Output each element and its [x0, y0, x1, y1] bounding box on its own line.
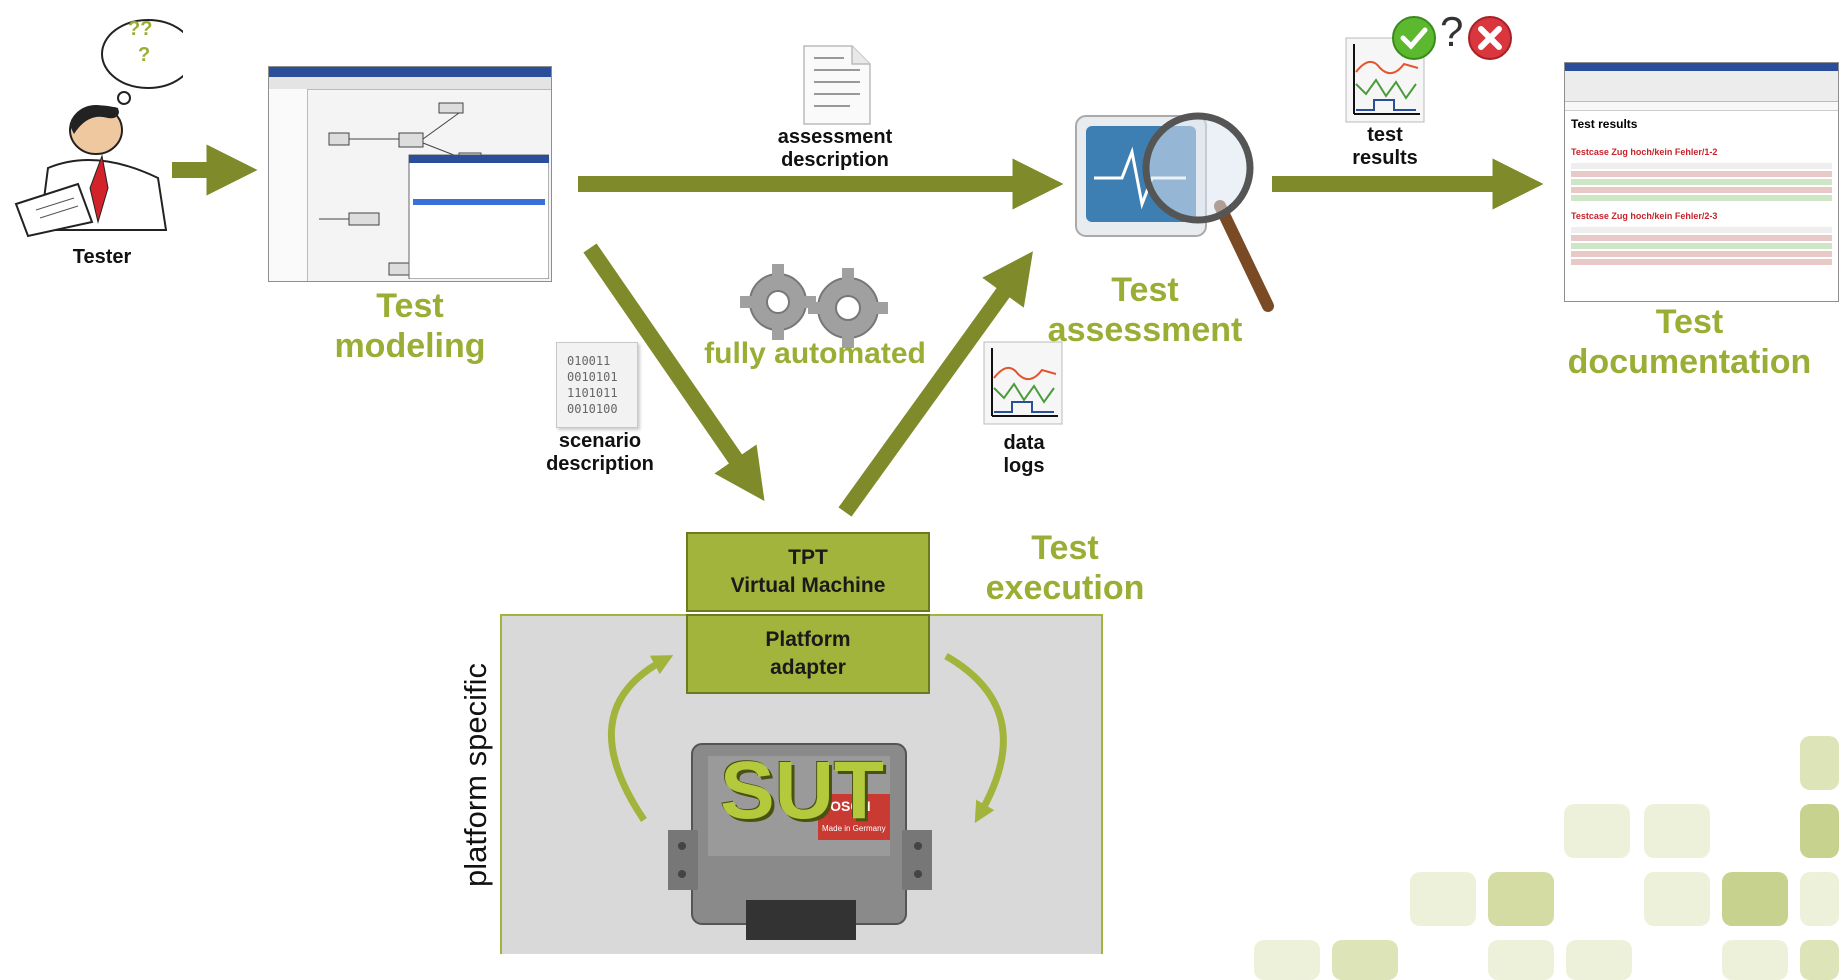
report-screenshot: Test results Testcase Zug hoch/kein Fehl…: [1564, 62, 1839, 302]
binary-line-1: 010011: [567, 354, 611, 368]
assessment-description-label: assessment description: [777, 126, 893, 171]
check-circle-icon: [1392, 16, 1436, 60]
report-case-1: Testcase Zug hoch/kein Fehler/1-2: [1571, 147, 1718, 157]
scenario-description-label: scenario description: [546, 430, 654, 475]
ecu-device-icon: [668, 743, 932, 940]
tester-icon: [14, 19, 195, 238]
data-logs-label: data logs: [1003, 432, 1045, 477]
tpt-vm-box: TPT Virtual Machine: [686, 532, 930, 612]
sut-made-in: Made in Germany: [822, 824, 886, 833]
arrow-vm-to-assessment: [838, 251, 1033, 517]
binary-file-icon: 010011 0010101 1101011 0010100: [556, 342, 638, 428]
flow-arrows: [172, 144, 1544, 517]
modeling-screenshot: [268, 66, 552, 282]
sut-brand: BOSCH: [820, 798, 871, 814]
test-results-label: test results: [1352, 124, 1418, 169]
report-heading: Test results: [1571, 117, 1638, 131]
binary-line-4: 0010100: [567, 402, 618, 416]
report-case-2: Testcase Zug hoch/kein Fehler/2-3: [1571, 211, 1718, 221]
assessment-magnifier-icon: [1075, 112, 1274, 312]
platform-specific-label: platform specific: [458, 663, 493, 887]
tester-label: Tester: [72, 246, 132, 268]
platform-adapter-box: Platform adapter: [686, 614, 930, 694]
cycle-arrows-icon: [608, 652, 1007, 824]
x-circle-icon: [1468, 16, 1512, 60]
binary-line-2: 0010101: [567, 370, 618, 384]
stage-modeling-label: Test modeling: [334, 287, 486, 365]
sut-device: BOSCH Made in Germany SUT: [668, 730, 932, 954]
sut-label: SUT: [720, 745, 884, 836]
stage-execution-label: Test execution: [985, 529, 1145, 607]
verdict-separator: ?: [1440, 8, 1464, 55]
data-logs-icon: [983, 341, 1063, 425]
document-icon: [803, 45, 871, 125]
tester-figure: ?? ?: [8, 8, 195, 240]
gears-icon: [740, 264, 888, 348]
binary-line-3: 1101011: [567, 386, 618, 400]
fully-automated-label: fully automated: [704, 337, 926, 370]
thought-mark-1: ??: [128, 18, 153, 40]
arrow-modeling-to-vm: [583, 243, 765, 502]
stage-assessment-label: Test assessment: [1047, 271, 1243, 349]
stage-documentation-label: Test documentation: [1567, 303, 1812, 381]
thought-mark-2: ?: [138, 44, 151, 66]
